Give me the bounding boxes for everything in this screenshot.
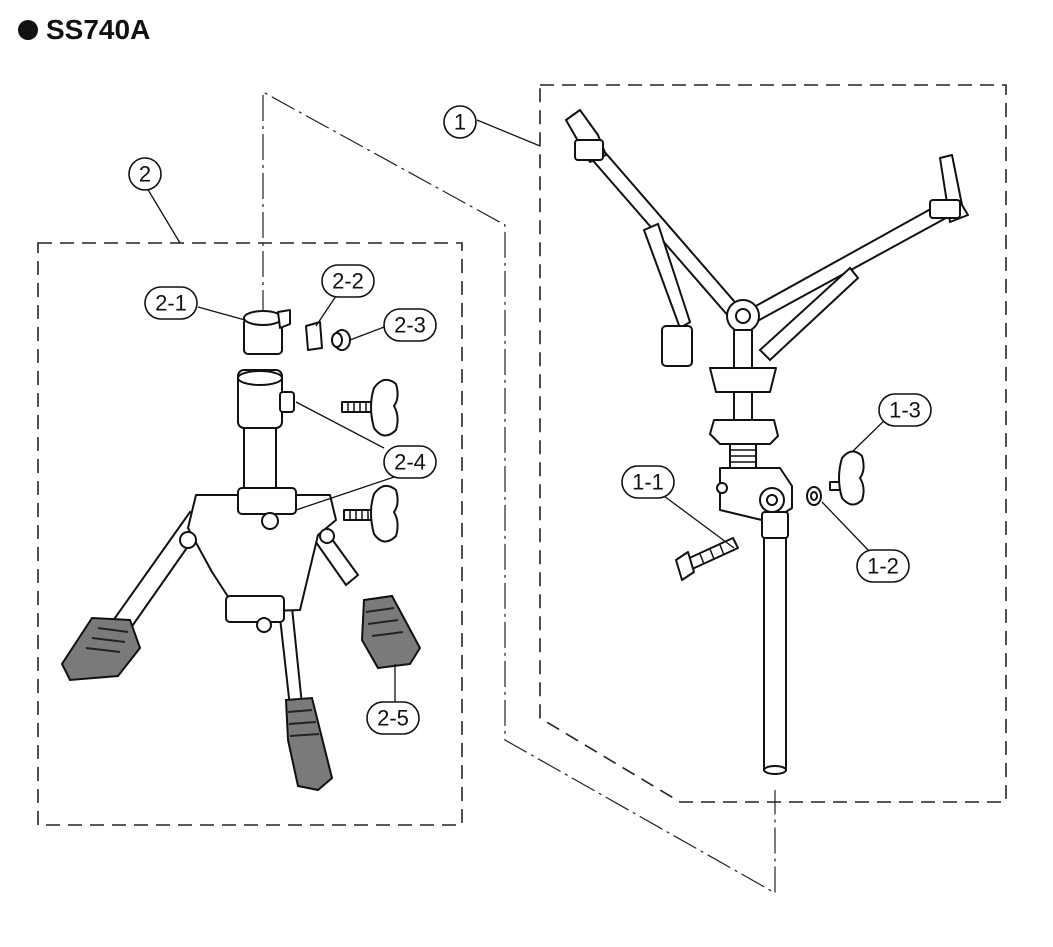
callout-2-3-text: 2-3 [394,313,426,338]
callout-2-1: 2-1 [144,286,198,320]
callout-1-2: 1-2 [856,549,910,583]
callout-2-5-text: 2-5 [377,706,409,731]
callout-2-2: 2-2 [321,264,375,298]
lower-bracket [225,595,285,623]
model-name: SS740A [46,14,151,45]
callout-1: 1 [443,105,477,139]
callout-2-3: 2-3 [383,308,437,342]
part-2-4-wing-bolt-lower [343,484,399,543]
callout-1-text: 1 [454,110,466,135]
group-1-boundary [539,84,1007,803]
tripod-base-assembly [60,369,422,792]
snare-basket-assembly [565,109,969,775]
callout-1-1: 1-1 [621,465,675,499]
assembly-line-top [262,90,776,895]
callout-1-3-text: 1-3 [889,398,921,423]
callout-1-1-text: 1-1 [632,470,664,495]
callout-2-1-text: 2-1 [155,291,187,316]
part-2-2-washer [305,321,323,351]
basket-lower-rod [763,519,787,771]
part-2-1-insert [243,309,291,355]
part-2-3-nut [331,329,351,351]
part-1-1-bolt [675,537,739,581]
diagram-title: SS740A [18,14,150,46]
part-2-4-wing-bolt-upper [341,378,399,437]
callout-2-text: 2 [139,162,151,187]
right-foot-rubber [360,594,422,670]
callout-2-4: 2-4 [383,445,437,479]
part-1-3-wing-bolt [829,450,865,506]
callout-1-3: 1-3 [878,393,932,427]
front-foot-rubber [284,696,334,792]
callout-1-2-text: 1-2 [867,554,899,579]
callout-2-2-text: 2-2 [332,269,364,294]
callout-2-5: 2-5 [366,701,420,735]
basket-arm-right [743,203,948,326]
callout-2-4-text: 2-4 [394,450,426,475]
tilt-knob [709,419,779,445]
part-1-2-washer [806,486,822,506]
bullet-icon [18,20,38,40]
callout-2: 2 [128,157,162,191]
